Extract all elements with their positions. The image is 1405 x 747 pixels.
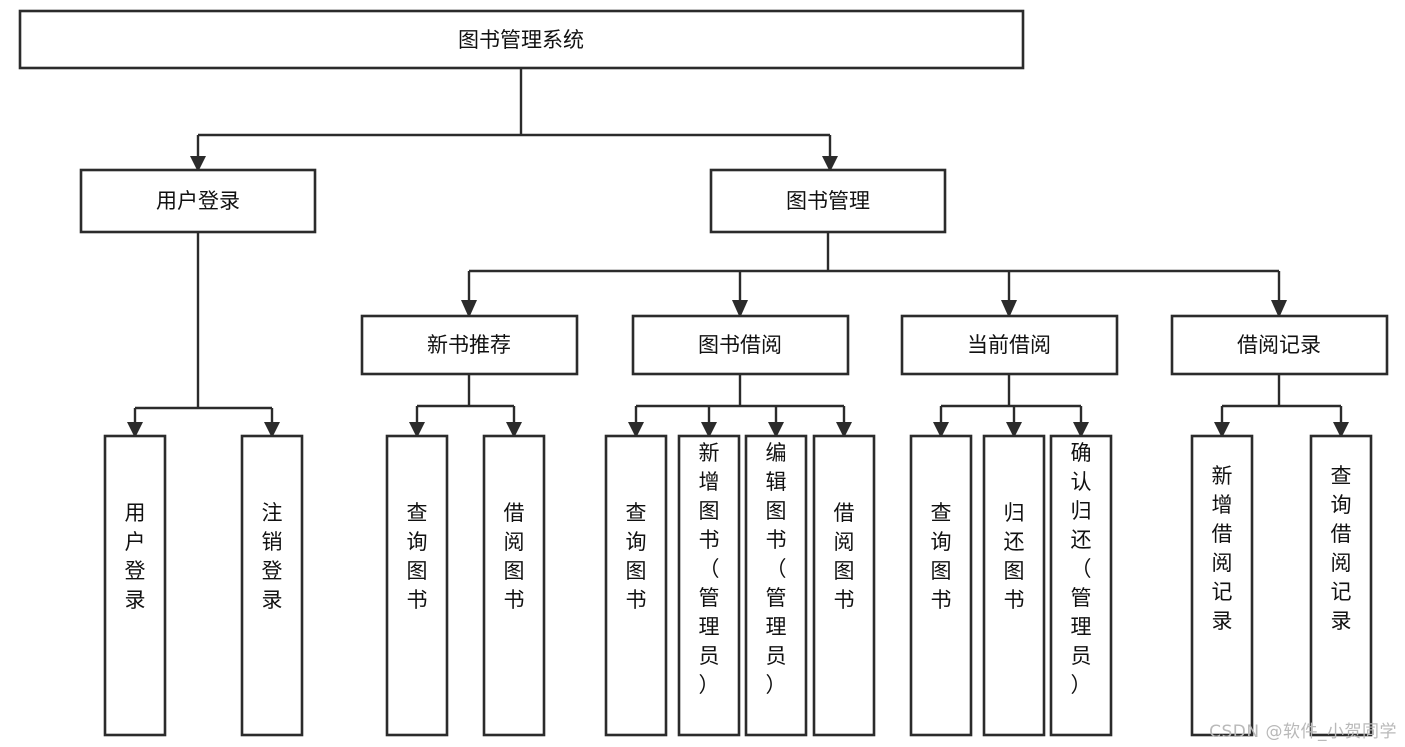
arrowhead-leaf-query-book-3 [933,422,949,438]
connector-book-manage-to-level3 [467,232,1281,302]
arrowhead-leaf-query-borrow-record [1333,422,1349,438]
arrowhead-leaf-logout-login [264,422,280,438]
node-leaf-confirm-return-admin[interactable]: 确认归还（管理员） [1049,434,1113,737]
node-leaf-borrow-book-2-box [812,434,876,737]
node-leaf-return-book[interactable]: 归还图书 [982,434,1046,737]
node-borrow-record-box [1170,314,1389,376]
node-leaf-user-login-box [103,434,167,737]
node-root-system-box [18,9,1025,70]
connector-borrow-record-to-leaves [1220,374,1343,424]
arrowhead-new-book-rec [461,300,477,318]
node-leaf-return-book-box [982,434,1046,737]
arrowhead-leaf-confirm-return-admin [1073,422,1089,438]
node-leaf-query-book-3-label: 查询图书 [931,501,952,612]
node-leaf-user-login-label: 用户登录 [125,501,146,612]
node-book-manage[interactable]: 图书管理 [709,168,947,234]
node-leaf-add-book-admin-label: 新增图书（管理员） [699,441,720,697]
node-leaf-query-borrow-record-label: 查询借阅记录 [1331,464,1352,633]
node-leaf-add-borrow-record-box [1190,434,1254,737]
node-leaf-add-borrow-record[interactable]: 新增借阅记录 [1190,434,1254,737]
node-leaf-borrow-book-1-box [482,434,546,737]
node-leaf-edit-book-admin-box [744,434,808,737]
node-book-manage-label: 图书管理 [786,189,870,213]
connector-layer [127,68,1349,438]
arrowhead-leaf-return-book [1006,422,1022,438]
arrowhead-leaf-add-borrow-record [1214,422,1230,438]
arrowhead-leaf-borrow-book-1 [506,422,522,438]
node-leaf-query-book-1-label: 查询图书 [407,501,428,612]
node-leaf-user-login[interactable]: 用户登录 [103,434,167,737]
arrowhead-leaf-borrow-book-2 [836,422,852,438]
node-leaf-borrow-book-2[interactable]: 借阅图书 [812,434,876,737]
node-book-borrow-label: 图书借阅 [698,333,782,357]
node-leaf-borrow-book-1-label: 借阅图书 [504,501,525,612]
node-leaf-query-borrow-record[interactable]: 查询借阅记录 [1309,434,1373,737]
node-book-borrow-box [631,314,850,376]
arrowhead-leaf-edit-book-admin [768,422,784,438]
arrowhead-borrow-record [1271,300,1287,318]
arrowhead-leaf-query-book-2 [628,422,644,438]
node-leaf-query-book-2-box [604,434,668,737]
node-new-book-rec[interactable]: 新书推荐 [360,314,579,376]
node-current-borrow-label: 当前借阅 [967,333,1051,357]
arrowhead-book-manage [822,156,838,172]
node-new-book-rec-label: 新书推荐 [427,333,511,357]
node-user-login-label: 用户登录 [156,189,240,213]
node-borrow-record-label: 借阅记录 [1237,333,1321,357]
arrowhead-book-borrow [732,300,748,318]
node-book-borrow[interactable]: 图书借阅 [631,314,850,376]
node-leaf-add-book-admin-box [677,434,741,737]
arrowhead-current-borrow [1001,300,1017,318]
node-leaf-confirm-return-admin-box [1049,434,1113,737]
arrowhead-leaf-add-book-admin [701,422,717,438]
node-leaf-query-book-1[interactable]: 查询图书 [385,434,449,737]
node-root-system[interactable]: 图书管理系统 [18,9,1025,70]
node-leaf-add-borrow-record-label: 新增借阅记录 [1212,464,1233,633]
connector-root-to-level2 [196,68,832,158]
node-leaf-confirm-return-admin-label: 确认归还（管理员） [1071,441,1092,697]
node-leaf-logout-login[interactable]: 注销登录 [240,434,304,737]
node-leaf-edit-book-admin[interactable]: 编辑图书（管理员） [744,434,808,737]
node-borrow-record[interactable]: 借阅记录 [1170,314,1389,376]
node-leaf-edit-book-admin-label: 编辑图书（管理员） [766,441,787,697]
node-leaf-return-book-label: 归还图书 [1004,501,1025,612]
node-book-manage-box [709,168,947,234]
node-leaf-borrow-book-1[interactable]: 借阅图书 [482,434,546,737]
arrowhead-user-login [190,156,206,172]
connector-new-book-rec-to-leaves [415,374,516,424]
node-leaf-query-borrow-record-box [1309,434,1373,737]
connector-user-login-to-leaves [133,232,274,424]
connector-book-borrow-to-leaves [634,374,846,424]
node-current-borrow[interactable]: 当前借阅 [900,314,1119,376]
arrowhead-leaf-user-login [127,422,143,438]
node-leaf-query-book-3-box [909,434,973,737]
node-leaf-query-book-2-label: 查询图书 [626,501,647,612]
node-current-borrow-box [900,314,1119,376]
node-user-login[interactable]: 用户登录 [79,168,317,234]
node-leaf-query-book-2[interactable]: 查询图书 [604,434,668,737]
node-root-system-label: 图书管理系统 [458,28,584,52]
node-leaf-borrow-book-2-label: 借阅图书 [834,501,855,612]
connector-current-borrow-to-leaves [939,374,1083,424]
node-new-book-rec-box [360,314,579,376]
node-user-login-box [79,168,317,234]
arrowhead-leaf-query-book-1 [409,422,425,438]
node-leaf-query-book-3[interactable]: 查询图书 [909,434,973,737]
node-leaf-logout-login-label: 注销登录 [262,501,283,612]
node-leaf-query-book-1-box [385,434,449,737]
node-leaf-add-book-admin[interactable]: 新增图书（管理员） [677,434,741,737]
node-leaf-logout-login-box [240,434,304,737]
